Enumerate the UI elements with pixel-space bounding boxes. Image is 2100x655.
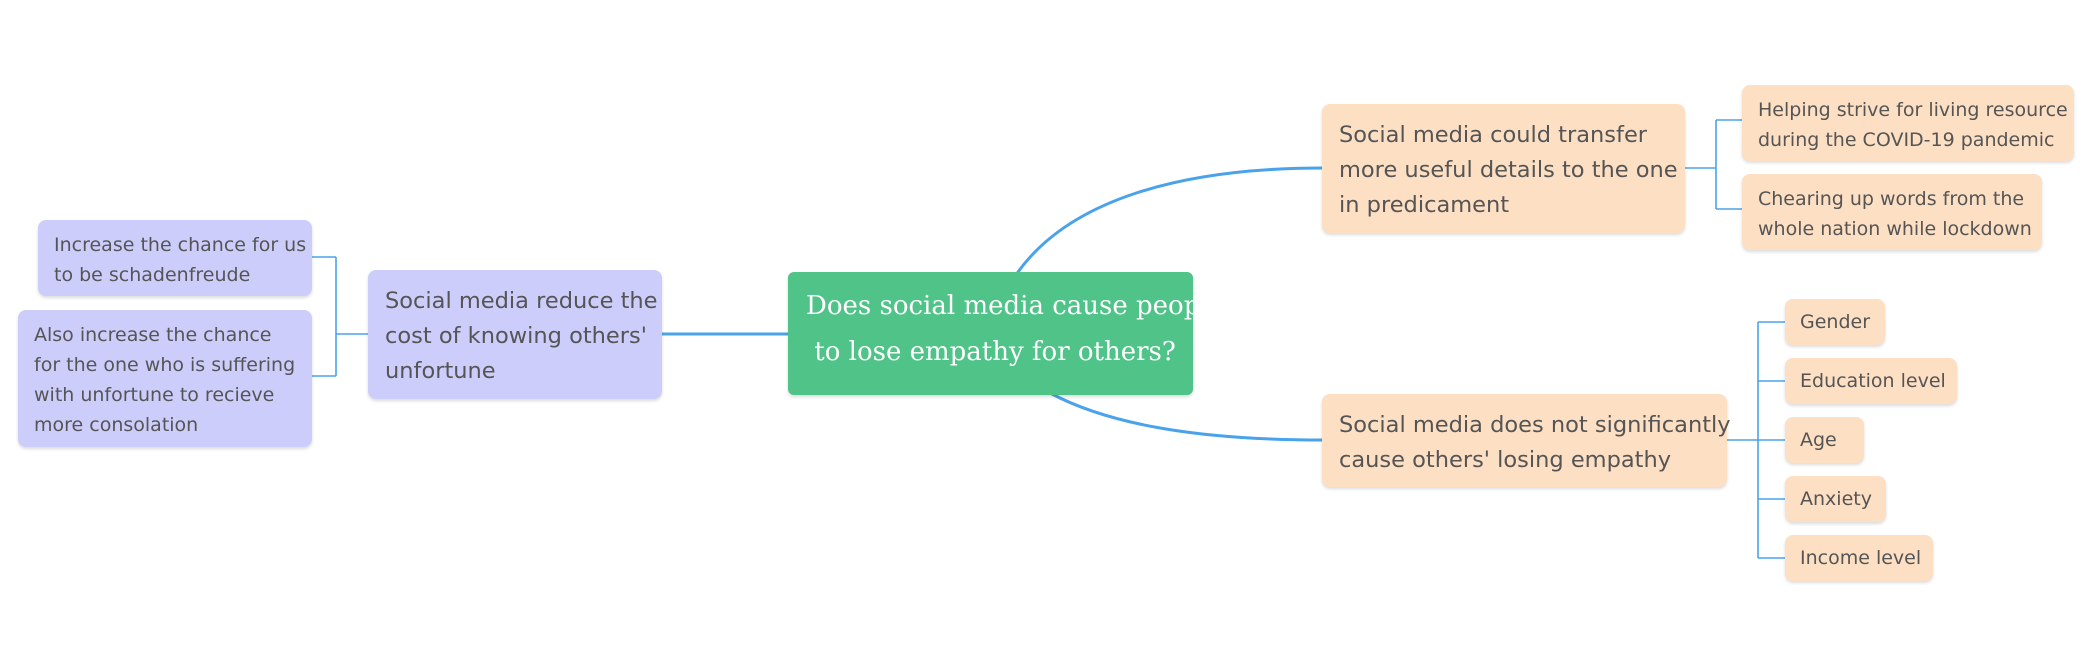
branch-line: Social media does not significantly xyxy=(1339,412,1731,438)
branch-reduce-cost[interactable]: Social media reduce the cost of knowing … xyxy=(368,270,662,399)
subtopic-anxiety[interactable]: Anxiety xyxy=(1785,476,1886,522)
branch-line: cause others' losing empathy xyxy=(1339,447,1672,473)
subtopic-line: more consolation xyxy=(34,414,199,436)
subtopic-age[interactable]: Age xyxy=(1785,417,1864,463)
subtopic-line: Income level xyxy=(1800,547,1922,569)
subtopic-line: Education level xyxy=(1800,370,1946,392)
subtopic-line: Age xyxy=(1800,429,1837,451)
connector-reduce-cost-children xyxy=(312,256,368,377)
subtopic-line: Anxiety xyxy=(1800,488,1872,510)
branch-not-significant[interactable]: Social media does not significantly caus… xyxy=(1322,394,1731,487)
subtopic-line: with unfortune to recieve xyxy=(34,384,275,406)
subtopic-income-level[interactable]: Income level xyxy=(1785,535,1933,581)
branch-transfer-details[interactable]: Social media could transfer more useful … xyxy=(1322,104,1685,233)
central-topic-line-2: to lose empathy for others? xyxy=(806,337,1176,367)
connector-not-significant-children xyxy=(1727,321,1785,559)
subtopic-cheering-words[interactable]: Chearing up words from the whole nation … xyxy=(1742,174,2042,250)
subtopic-line: Chearing up words from the xyxy=(1758,188,2025,210)
subtopic-line: for the one who is suffering xyxy=(34,354,296,376)
subtopic-line: Also increase the chance xyxy=(34,324,272,346)
branch-line: Social media could transfer xyxy=(1339,122,1648,148)
branch-line: more useful details to the one xyxy=(1339,157,1678,183)
central-topic-line-1: Does social media cause people xyxy=(806,291,1225,321)
branch-line: cost of knowing others' xyxy=(385,323,647,349)
connector-central-to-not-significant xyxy=(1048,391,1325,442)
subtopic-line: Helping strive for living resource xyxy=(1758,99,2068,121)
subtopic-gender[interactable]: Gender xyxy=(1785,299,1885,345)
connector-transfer-children xyxy=(1685,119,1742,210)
branch-line: unfortune xyxy=(385,358,496,384)
subtopic-line: Increase the chance for us xyxy=(54,234,307,256)
subtopic-consolation[interactable]: Also increase the chance for the one who… xyxy=(18,310,312,447)
connector-central-to-transfer xyxy=(1016,166,1325,274)
subtopic-line: to be schadenfreude xyxy=(54,264,251,286)
subtopic-line: during the COVID-19 pandemic xyxy=(1758,129,2055,151)
central-topic[interactable]: Does social media cause people to lose e… xyxy=(788,272,1225,395)
subtopic-line: Gender xyxy=(1800,311,1871,333)
branch-line: in predicament xyxy=(1339,192,1510,218)
subtopic-schadenfreude[interactable]: Increase the chance for us to be schaden… xyxy=(38,220,312,296)
subtopic-line: whole nation while lockdown xyxy=(1758,218,2032,240)
branch-line: Social media reduce the xyxy=(385,288,658,314)
subtopic-education-level[interactable]: Education level xyxy=(1785,358,1957,404)
subtopic-covid-resources[interactable]: Helping strive for living resource durin… xyxy=(1742,85,2074,161)
